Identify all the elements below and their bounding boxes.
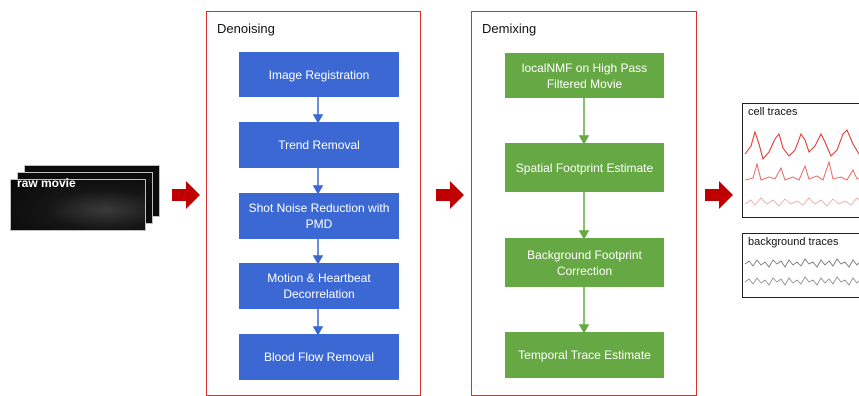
denoising-title: Denoising [217, 21, 275, 36]
step-spatial-footprint: Spatial Footprint Estimate [505, 143, 664, 192]
step-image-registration: Image Registration [239, 52, 399, 97]
movie-frame-front: raw movie [10, 176, 146, 231]
step-motion-heartbeat-decorrelation: Motion & Heartbeat Decorrelation [239, 263, 399, 309]
arrow-icon-to-demixing [436, 181, 464, 209]
demixing-connectors [578, 98, 590, 334]
background-trace-1 [744, 258, 859, 268]
step-localnmf: localNMF on High Pass Filtered Movie [505, 53, 664, 98]
cell-traces-label: cell traces [748, 106, 798, 118]
step-trend-removal: Trend Removal [239, 122, 399, 168]
cell-trace-1 [744, 129, 859, 161]
cell-traces-box: cell traces [742, 103, 859, 218]
step-background-footprint: Background Footprint Correction [505, 238, 664, 287]
raw-movie-stack: raw movie [10, 165, 160, 231]
background-traces-box: background traces [742, 233, 859, 298]
step-blood-flow-removal: Blood Flow Removal [239, 334, 399, 380]
background-traces-plot [744, 258, 859, 286]
denoising-connectors [312, 97, 324, 336]
raw-movie-label: raw movie [17, 176, 76, 190]
step-shot-noise-reduction: Shot Noise Reduction with PMD [239, 193, 399, 239]
step-temporal-trace: Temporal Trace Estimate [505, 332, 664, 378]
background-traces-label: background traces [748, 236, 839, 248]
cell-traces-plot [744, 129, 859, 207]
demixing-title: Demixing [482, 21, 537, 36]
background-trace-2 [744, 276, 859, 286]
arrow-icon-to-denoising [172, 181, 200, 209]
cell-trace-3 [744, 197, 859, 207]
cell-trace-2 [744, 160, 859, 181]
arrow-icon-to-outputs [705, 181, 733, 209]
